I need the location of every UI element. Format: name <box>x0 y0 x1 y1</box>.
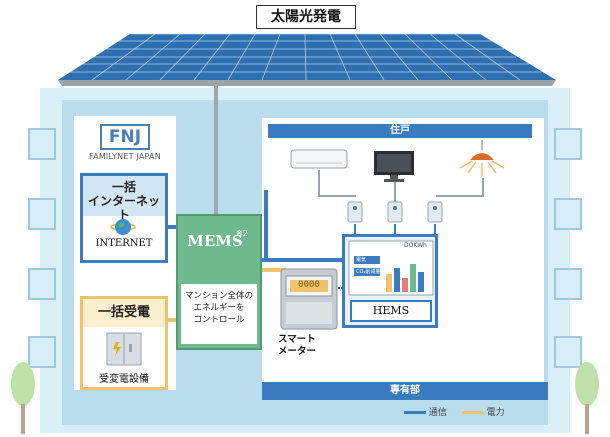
internet-label: INTERNET <box>95 238 153 249</box>
balcony <box>28 336 56 368</box>
meter-label-line: スマート <box>278 334 316 345</box>
legend-comm-label: 通信 <box>428 408 447 418</box>
hems-screen-text: DOKWh <box>404 242 427 249</box>
hems-screen-item: CO₂削減量 <box>356 269 381 275</box>
mems-desc-line: エネルギーを <box>193 303 245 313</box>
page-title: 太陽光発電 <box>256 5 356 29</box>
comm-line <box>354 224 356 236</box>
television-icon <box>374 151 414 182</box>
comm-line <box>318 195 356 197</box>
power-label: 受変電設備 <box>99 374 149 385</box>
balcony <box>28 128 56 160</box>
comm-line <box>482 178 484 196</box>
unit-header: 住戸 <box>268 124 532 138</box>
mems-desc-line: マンション全体の <box>184 291 253 301</box>
unit-footer: 専有部 <box>262 382 548 400</box>
legend-power-swatch <box>461 411 484 414</box>
familynet-logo: FNJ <box>100 124 150 150</box>
comm-line <box>434 224 436 236</box>
meter-label-line: メーター <box>278 346 317 357</box>
comm-line <box>318 170 320 196</box>
mems-description: マンション全体の エネルギーを コントロール <box>181 284 257 344</box>
comm-line <box>394 224 396 236</box>
balcony <box>554 336 582 368</box>
sensor-plug-icon <box>387 201 403 223</box>
substation-icon <box>106 332 142 366</box>
power-line <box>262 268 286 272</box>
comm-line <box>168 225 178 229</box>
balcony <box>28 268 56 300</box>
smart-meter-icon <box>280 268 338 330</box>
mems-title: MEMS <box>187 232 243 250</box>
hems-label: HEMS <box>350 300 432 322</box>
balcony <box>554 268 582 300</box>
tree-icon <box>575 362 599 434</box>
hems-screen <box>348 240 434 296</box>
sensor-plug-icon <box>427 201 443 223</box>
legend-comm-swatch <box>404 411 426 414</box>
balcony <box>554 198 582 230</box>
internet-heading: 一括 インターネット <box>83 176 165 222</box>
mems-desc-line: コントロール <box>193 315 245 325</box>
balcony <box>554 128 582 160</box>
logo-caption: FAMILYNET JAPAN <box>89 152 161 161</box>
power-line <box>214 86 218 214</box>
balcony <box>28 198 56 230</box>
comm-line <box>264 190 268 260</box>
mems-note: ※2 <box>236 229 248 238</box>
internet-heading-line1: 一括 <box>111 180 136 194</box>
sensor-plug-icon <box>347 201 363 223</box>
comm-line <box>436 195 484 197</box>
hems-screen-item: 電気 <box>356 257 367 263</box>
legend-power-label: 電力 <box>486 408 505 418</box>
comm-line <box>394 182 396 204</box>
internet-heading-line2: インターネット <box>87 194 160 222</box>
meter-display: 0000 <box>298 280 320 290</box>
air-conditioner-icon <box>290 149 348 169</box>
globe-icon <box>110 219 136 235</box>
meter-label: スマート メーター <box>278 334 338 358</box>
legend: 通信 電力 <box>404 405 505 418</box>
ceiling-light-icon <box>459 140 505 176</box>
tree-icon <box>11 362 35 434</box>
comm-line <box>262 258 348 262</box>
power-heading: 一括受電 <box>83 299 165 327</box>
power-line <box>168 318 178 322</box>
